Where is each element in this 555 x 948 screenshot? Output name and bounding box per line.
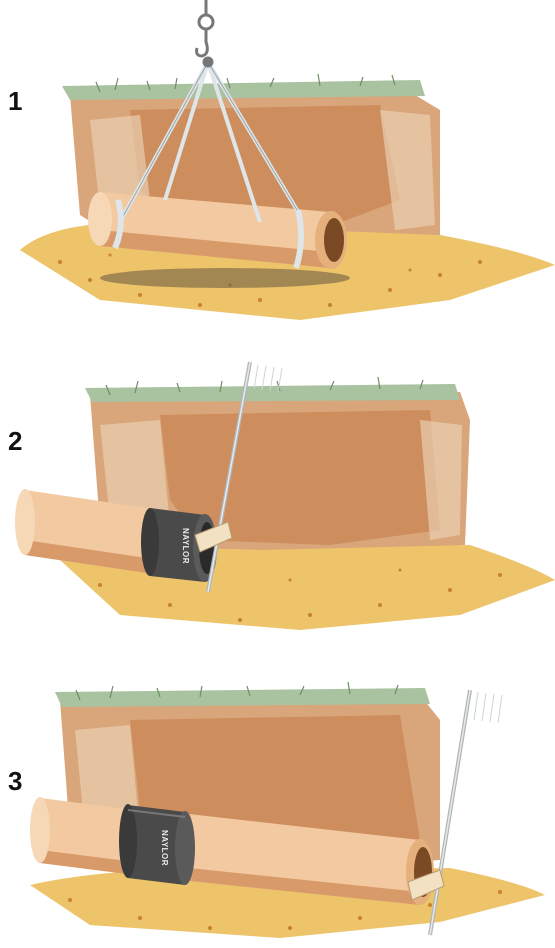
coupling-brand-label: NAYLOR bbox=[160, 830, 169, 866]
step-3-illustration: NAYLOR bbox=[0, 660, 555, 948]
grass-strip bbox=[85, 384, 460, 402]
coupling: NAYLOR bbox=[119, 804, 195, 885]
pipe-shadow bbox=[100, 268, 350, 288]
step-2-illustration: NAYLOR bbox=[0, 340, 555, 640]
step-1-illustration bbox=[0, 0, 555, 330]
step-1-panel: 1 bbox=[0, 0, 555, 330]
coupling-brand-label: NAYLOR bbox=[181, 528, 190, 564]
step-3-panel: 3 bbox=[0, 660, 555, 948]
motion-lines bbox=[474, 692, 502, 723]
step-2-panel: 2 NAYLOR bbox=[0, 340, 555, 640]
crane-hook-icon bbox=[197, 0, 213, 66]
